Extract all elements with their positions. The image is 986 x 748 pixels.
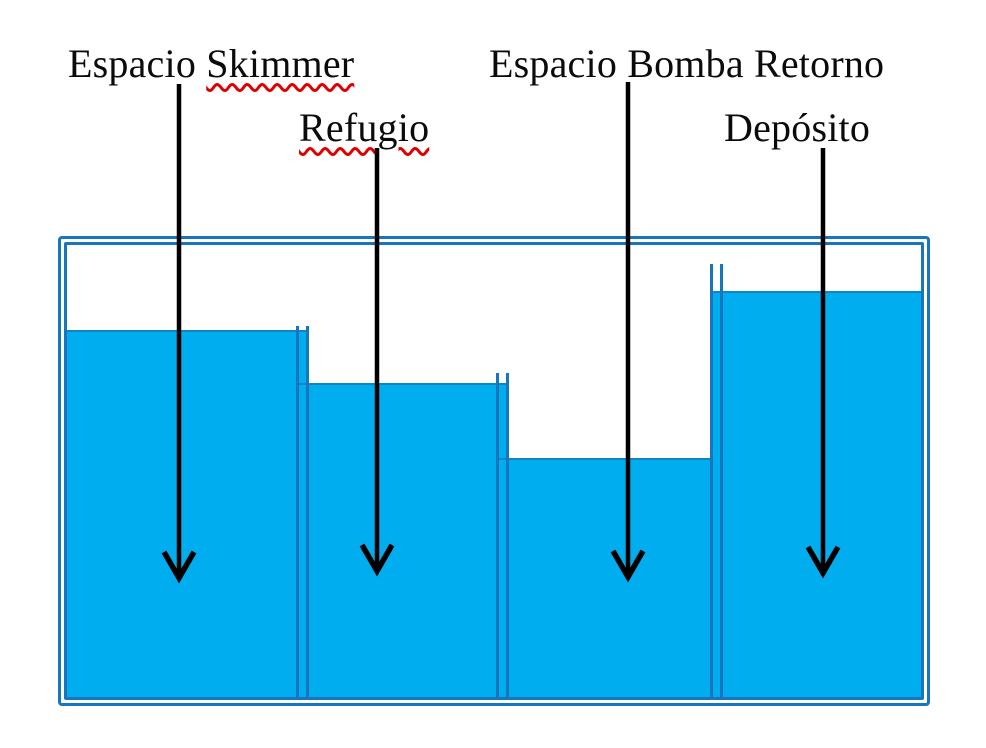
label-refugio: Refugio [299,106,429,150]
baffle-skimmer-refugio [296,326,309,697]
label-refugio-misspelled-word: Refugio [299,105,430,150]
label-espacio-bomba-retorno: Espacio Bomba Retorno [489,41,885,86]
label-skimmer-misspelled-word: Skimmer [206,41,355,86]
sump-tank-outer-wall [58,236,930,706]
water-refugio-compartment [296,383,509,697]
baffle-refugio-bomba [496,373,509,697]
label-deposito: Depósito [724,105,871,150]
label-espacio-skimmer-prefix: Espacio [68,41,207,86]
water-skimmer-compartment [67,330,309,697]
water-deposito-compartment [710,291,921,697]
baffle-bomba-deposito [710,264,723,697]
label-espacio-skimmer: Espacio Skimmer [68,42,354,86]
water-bomba-retorno-compartment [496,458,723,697]
sump-tank-inner-wall [64,242,924,700]
